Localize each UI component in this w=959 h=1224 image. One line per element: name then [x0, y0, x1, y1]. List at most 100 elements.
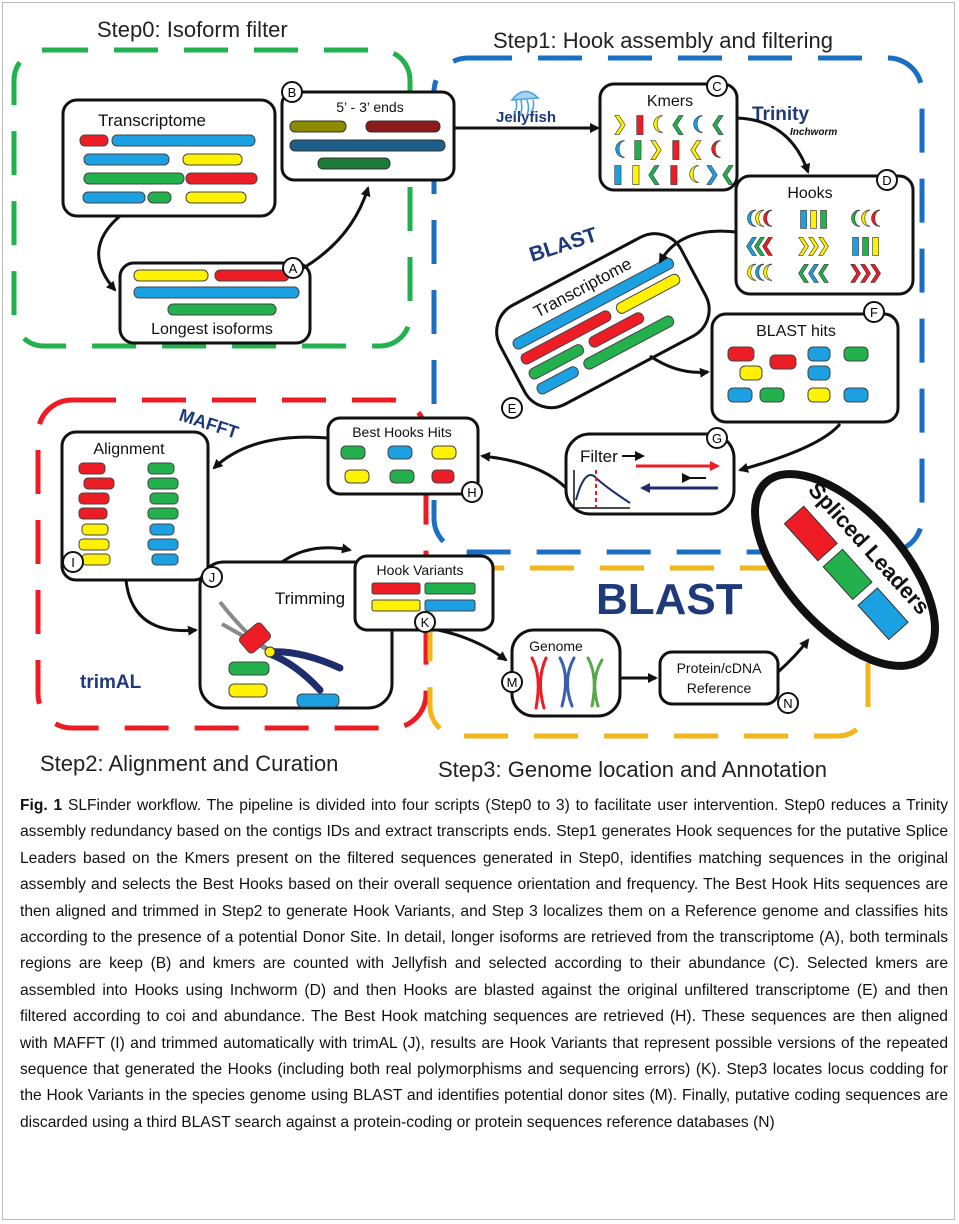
badge-e: E [501, 397, 523, 419]
badge-n: N [777, 692, 799, 714]
svg-text:❨: ❨ [752, 208, 767, 229]
svg-text:❚: ❚ [848, 235, 863, 256]
inchworm-tool-label: Inchworm [790, 127, 837, 138]
hooks-label: Hooks [787, 185, 832, 202]
transcriptome-rotated: Transcriptome [495, 232, 711, 410]
trinity-tool-label: Trinity [752, 104, 809, 125]
svg-text:❨: ❨ [690, 113, 706, 135]
svg-text:B: B [288, 85, 297, 100]
alignment-label: Alignment [93, 441, 165, 458]
svg-text:❯: ❯ [816, 235, 831, 256]
trimal-tool-label: trimAL [80, 672, 142, 693]
longest-isoforms-box [118, 261, 312, 345]
genome-label: Genome [529, 638, 583, 654]
filter-label: Filter [580, 447, 618, 466]
best-hooks-reads [340, 445, 457, 484]
svg-text:❮: ❮ [816, 262, 831, 283]
svg-text:G: G [712, 431, 722, 446]
svg-text:❚: ❚ [796, 208, 811, 229]
workflow-diagram: Step0: Isoform filter Step1: Hook assemb… [11, 17, 939, 782]
protein-reference-label-1: Protein/cDNA [677, 660, 762, 676]
blast-tool-label-big: BLAST [596, 575, 743, 624]
step0-title: Step0: Isoform filter [97, 17, 288, 42]
hooks-glyphs: ❨❨❨ ❚❚❚ ❨❨❨ ❮❮❮ ❯❯❯ ❚❚❚ ❨❨❨ ❮❮❮ ❯❯❯ [744, 208, 884, 284]
kmers-box [598, 82, 739, 192]
svg-text:❨: ❨ [760, 262, 775, 283]
protein-reference-box [658, 650, 780, 706]
hook-variants-reads [371, 582, 476, 612]
svg-text:❯: ❯ [858, 262, 873, 283]
step-badges: A B C D E F G H I J K M N [62, 75, 898, 714]
svg-text:❚: ❚ [610, 163, 626, 185]
blast-tool-label-small: BLAST [526, 223, 600, 267]
svg-text:H: H [467, 485, 476, 500]
svg-text:D: D [882, 173, 891, 188]
transcriptome-reads [79, 134, 258, 204]
svg-text:❚: ❚ [816, 208, 831, 229]
svg-text:❚: ❚ [668, 138, 684, 160]
step1-title: Step1: Hook assembly and filtering [493, 28, 833, 53]
badge-a: A [282, 257, 304, 279]
svg-text:❨: ❨ [858, 208, 873, 229]
svg-text:I: I [71, 555, 75, 570]
kmers-glyphs: ❯❚❨❮❨❮ ❨❚❯❚❮❨ ❚❚❮❚❨❯❮ [610, 113, 737, 186]
svg-text:❨: ❨ [868, 208, 883, 229]
svg-text:N: N [783, 696, 792, 711]
svg-text:❨: ❨ [612, 138, 628, 160]
svg-text:❮: ❮ [796, 262, 811, 283]
svg-text:A: A [289, 261, 298, 276]
svg-text:❮: ❮ [646, 163, 662, 185]
step2-title: Step2: Alignment and Curation [40, 751, 338, 776]
svg-text:❮: ❮ [688, 138, 704, 160]
badge-b: B [281, 81, 303, 103]
svg-text:J: J [209, 570, 216, 585]
svg-text:❚: ❚ [628, 163, 644, 185]
ends-reads [289, 120, 446, 170]
svg-text:❨: ❨ [744, 262, 759, 283]
svg-text:❮: ❮ [670, 113, 686, 135]
caption-label: Fig. 1 [20, 797, 63, 814]
svg-text:C: C [712, 79, 721, 94]
svg-text:M: M [507, 675, 518, 690]
longest-isoforms-reads [133, 269, 300, 316]
svg-text:❯: ❯ [806, 235, 821, 256]
svg-text:❯: ❯ [868, 262, 883, 283]
svg-text:❨: ❨ [708, 138, 724, 160]
svg-text:❚: ❚ [666, 163, 682, 185]
svg-text:❚: ❚ [806, 208, 821, 229]
svg-text:❨: ❨ [686, 163, 702, 185]
svg-text:E: E [508, 401, 517, 416]
caption-text: SLFinder workflow. The pipeline is divid… [20, 797, 948, 1131]
svg-text:❮: ❮ [752, 235, 767, 256]
svg-text:❨: ❨ [752, 262, 767, 283]
badge-i: I [62, 551, 84, 573]
svg-text:❯: ❯ [704, 163, 720, 185]
badge-g: G [706, 427, 728, 449]
jellyfish-icon [510, 90, 540, 117]
svg-text:❯: ❯ [612, 113, 628, 135]
step1-region [431, 55, 925, 555]
svg-text:❮: ❮ [710, 113, 726, 135]
svg-text:❨: ❨ [760, 208, 775, 229]
blast-hits-reads [727, 346, 869, 403]
protein-reference-label-2: Reference [687, 680, 752, 696]
badge-c: C [706, 75, 728, 97]
svg-text:K: K [421, 615, 430, 630]
best-hooks-hits-label: Best Hooks Hits [352, 424, 452, 440]
filter-graphic [573, 451, 720, 509]
hooks-box [734, 174, 915, 296]
trimming-reads [228, 622, 340, 708]
svg-text:❨: ❨ [848, 208, 863, 229]
step0-region [11, 47, 413, 349]
alignment-reads [78, 462, 179, 566]
svg-text:❚: ❚ [632, 113, 648, 135]
ends-label: 5’ - 3’ ends [336, 99, 403, 115]
filter-box [564, 432, 736, 516]
svg-text:❚: ❚ [868, 235, 883, 256]
svg-text:F: F [870, 305, 878, 320]
transcriptome-label: Transcriptome [98, 111, 206, 130]
svg-text:❯: ❯ [796, 235, 811, 256]
badge-h: H [461, 481, 483, 503]
step3-title: Step3: Genome location and Annotation [438, 757, 827, 782]
